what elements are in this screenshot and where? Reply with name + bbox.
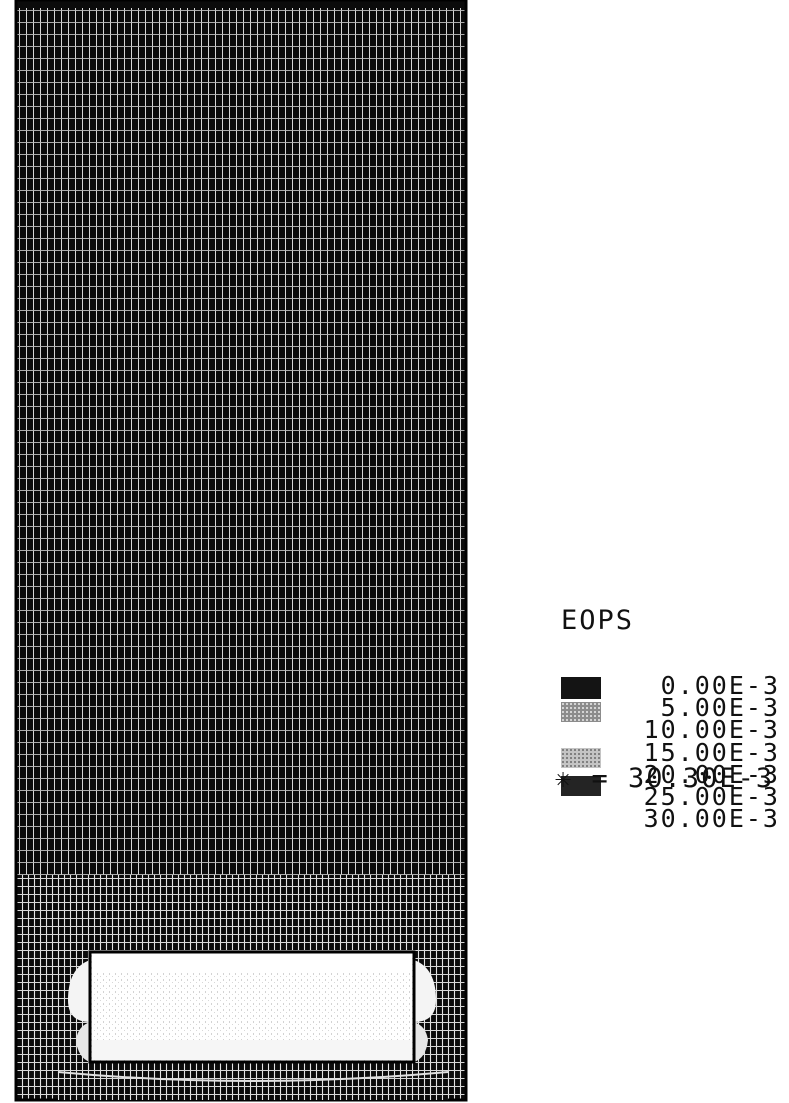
legend-label-25: 25.00E-3	[643, 782, 780, 811]
legend-label-15: 15.00E-3	[643, 738, 780, 767]
mesh-domain	[14, 0, 468, 1102]
legend-swatch-2	[561, 702, 601, 722]
asterisk-icon: ✳	[555, 763, 574, 794]
plastic-strain-zone	[57, 950, 449, 1100]
contour-plot	[14, 0, 468, 1102]
legend-label-0: 0.00E-3	[660, 671, 780, 700]
legend-label-5: 5.00E-3	[660, 693, 780, 722]
legend-label-30: 30.00E-3	[643, 804, 780, 833]
legend-title: EOPS	[561, 605, 635, 636]
legend-label-10: 10.00E-3	[643, 715, 780, 744]
max-value-text: = 30.30E-3	[591, 763, 775, 794]
max-value-note: ✳ = 30.30E-3	[555, 763, 774, 794]
legend-labels: 0.00E-3 5.00E-3 10.00E-3 15.00E-3 20.00E…	[580, 671, 780, 839]
legend-label-20: 20.00E-3	[643, 760, 780, 789]
legend-swatch-5	[561, 776, 601, 796]
legend-swatch-1	[561, 677, 601, 699]
legend-swatch-4	[561, 748, 601, 768]
legend-swatch-3	[561, 728, 601, 746]
